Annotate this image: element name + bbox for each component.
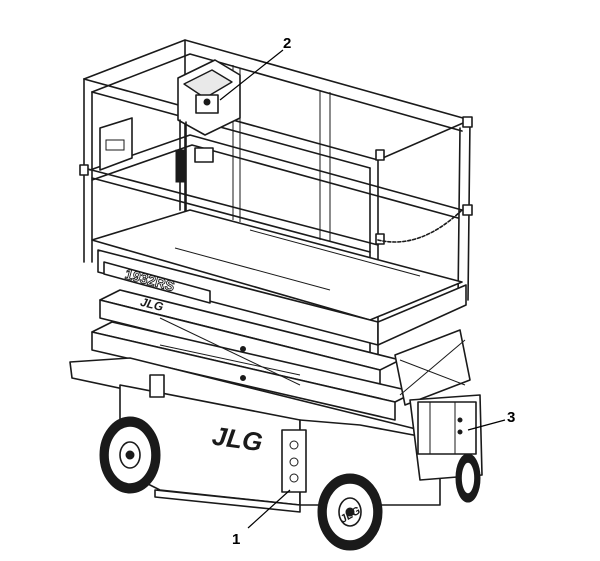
platform-guardrail bbox=[79, 39, 473, 361]
callout-1-label: 1 bbox=[232, 531, 240, 548]
callout-2: 2 bbox=[219, 35, 291, 101]
rear-right-wheel bbox=[455, 453, 481, 503]
callout-3: 3 bbox=[467, 409, 515, 431]
callout-1-leader bbox=[247, 489, 291, 529]
callout-2-label: 2 bbox=[283, 35, 291, 52]
base-chassis bbox=[69, 357, 483, 513]
callout-1: 1 bbox=[232, 489, 291, 548]
front-right-wheel bbox=[317, 473, 383, 551]
brand-logo-large: JLG bbox=[210, 421, 264, 458]
callout-3-label: 3 bbox=[507, 409, 515, 426]
ground-control-panel bbox=[281, 429, 307, 493]
rear-hydraulic-module bbox=[417, 401, 477, 455]
platform-deck bbox=[91, 209, 467, 346]
callout-2-leader bbox=[219, 49, 284, 101]
front-left-wheel bbox=[99, 416, 161, 494]
brand-logo-small: JLG bbox=[139, 295, 165, 314]
callout-3-leader bbox=[467, 419, 506, 431]
platform-control-box bbox=[175, 59, 241, 211]
scissor-arms bbox=[91, 289, 471, 421]
wheels bbox=[99, 416, 481, 551]
